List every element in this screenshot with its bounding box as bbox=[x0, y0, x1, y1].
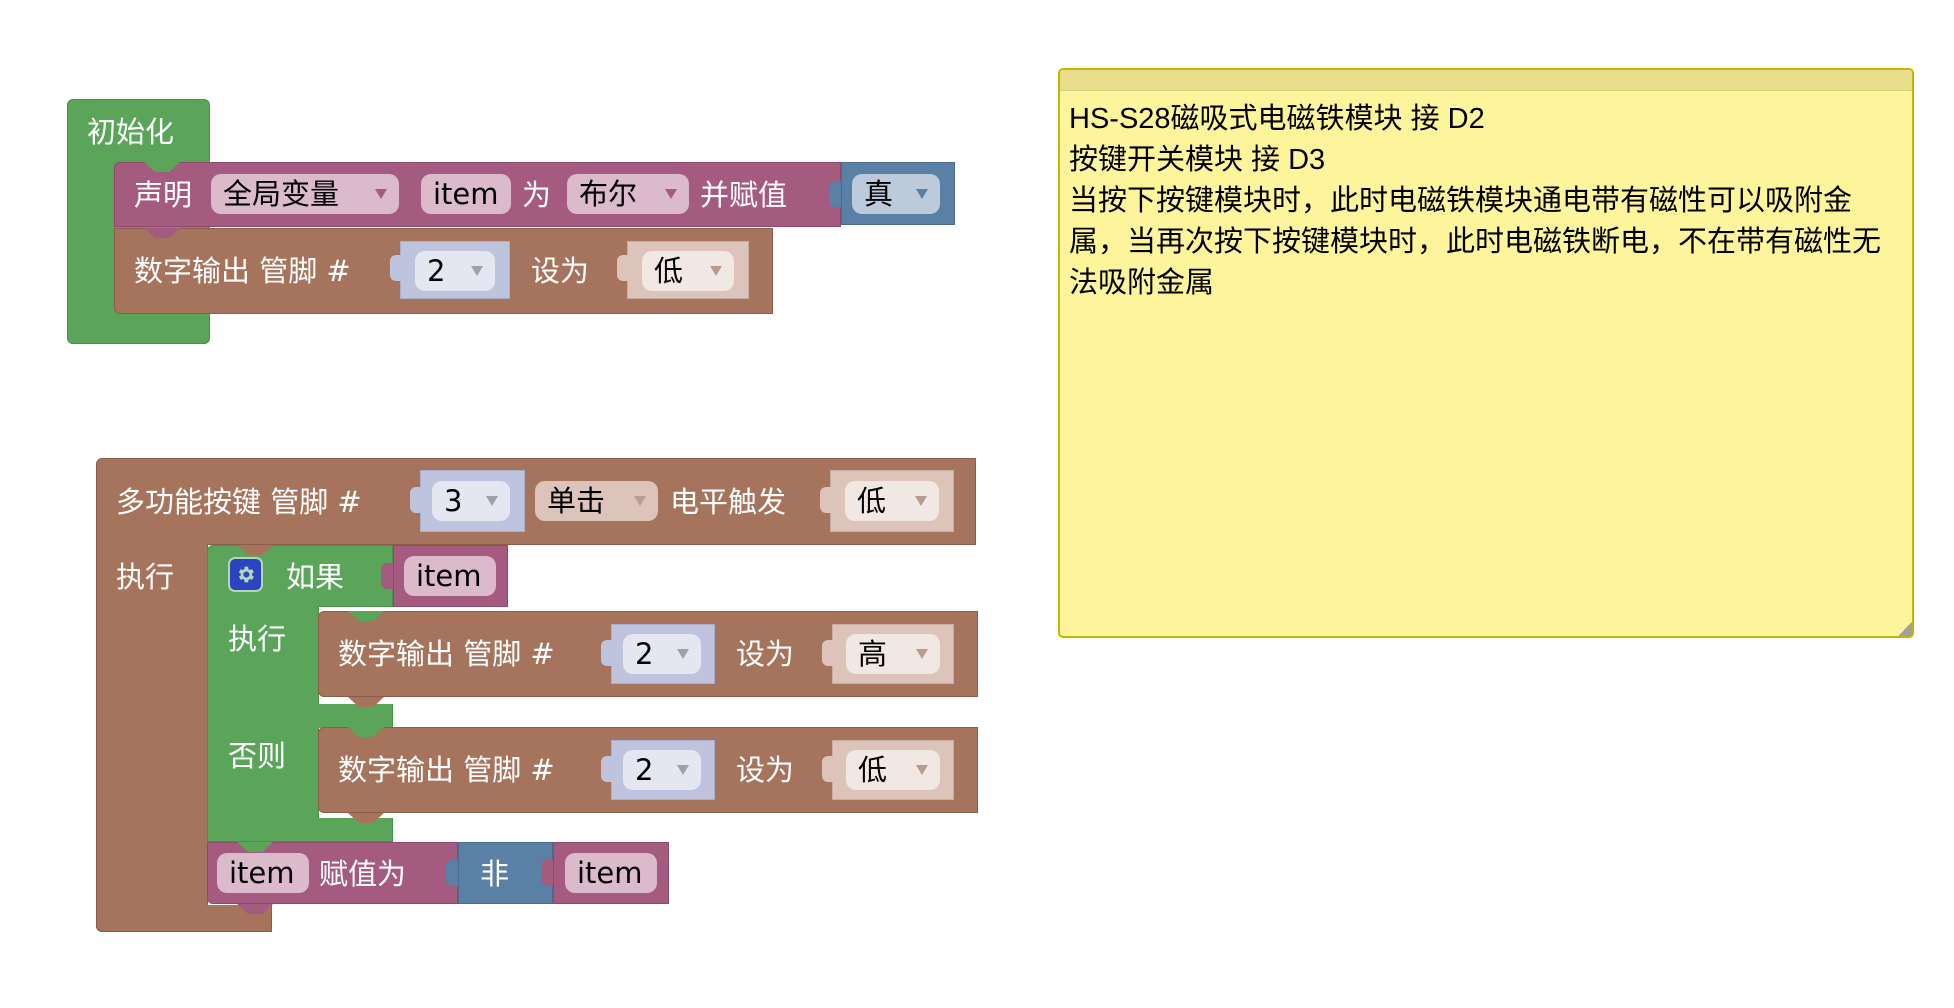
chevron-down-icon bbox=[665, 189, 677, 199]
workspace-comment[interactable]: HS-S28磁吸式电磁铁模块 接 D2 按键开关模块 接 D3 当按下按键模块时… bbox=[1058, 68, 1914, 638]
if-else-middle-arm bbox=[207, 704, 393, 728]
variable-name-field[interactable]: item bbox=[421, 174, 511, 214]
key-pin-value: 3 bbox=[444, 484, 463, 518]
trigger-label: 电平触发 bbox=[670, 485, 787, 519]
declare-label: 声明 bbox=[134, 178, 193, 212]
scope-dropdown[interactable]: 全局变量 bbox=[211, 174, 399, 214]
press-mode-dropdown[interactable]: 单击 bbox=[535, 481, 658, 521]
chevron-down-icon bbox=[375, 189, 387, 199]
operand-variable-value: item bbox=[577, 856, 643, 890]
chevron-down-icon bbox=[916, 189, 928, 199]
assign-variable-value: item bbox=[229, 856, 295, 890]
comment-drag-handle[interactable] bbox=[1060, 70, 1912, 91]
key-block-label: 多功能按键 管脚 # bbox=[116, 485, 362, 519]
then-level-value: 高 bbox=[858, 637, 888, 671]
boolean-dropdown[interactable]: 真 bbox=[852, 174, 940, 214]
operand-variable-field[interactable]: item bbox=[565, 853, 657, 893]
condition-variable-field[interactable]: item bbox=[404, 556, 496, 596]
chevron-down-icon bbox=[916, 765, 928, 775]
then-level-input-tab bbox=[822, 640, 834, 666]
chevron-down-icon bbox=[710, 266, 722, 276]
key-level-dropdown[interactable]: 低 bbox=[845, 481, 939, 521]
chevron-down-icon bbox=[915, 496, 927, 506]
key-do-label: 执行 bbox=[116, 560, 175, 594]
chevron-down-icon bbox=[916, 649, 928, 659]
else-pin-input-tab bbox=[601, 756, 613, 782]
scope-value: 全局变量 bbox=[223, 177, 340, 211]
operand-input-tab bbox=[541, 860, 553, 886]
else-write-notch bbox=[348, 727, 384, 737]
digital-write-notch bbox=[144, 228, 180, 238]
chevron-down-icon bbox=[677, 765, 689, 775]
pin-dropdown[interactable]: 2 bbox=[415, 251, 495, 291]
then-set-label: 设为 bbox=[736, 637, 795, 671]
key-level-input-tab bbox=[820, 487, 832, 513]
variable-name-value: item bbox=[433, 177, 499, 211]
declare-notch bbox=[144, 162, 180, 172]
else-level-dropdown[interactable]: 低 bbox=[846, 750, 940, 790]
comment-text[interactable]: HS-S28磁吸式电磁铁模块 接 D2 按键开关模块 接 D3 当按下按键模块时… bbox=[1069, 103, 1882, 299]
chevron-down-icon bbox=[634, 496, 646, 506]
pin-value: 2 bbox=[427, 254, 446, 288]
then-write-label: 数字输出 管脚 # bbox=[338, 637, 555, 671]
else-write-label: 数字输出 管脚 # bbox=[338, 753, 555, 787]
else-level-input-tab bbox=[822, 756, 834, 782]
assign-variable-field[interactable]: item bbox=[217, 853, 309, 893]
digital-write-label: 数字输出 管脚 # bbox=[134, 254, 351, 288]
key-pin-dropdown[interactable]: 3 bbox=[432, 481, 510, 521]
type-value: 布尔 bbox=[579, 177, 638, 211]
gear-icon[interactable] bbox=[228, 557, 263, 592]
then-level-dropdown[interactable]: 高 bbox=[846, 634, 940, 674]
key-pin-input-tab bbox=[410, 487, 422, 513]
level-dropdown[interactable]: 低 bbox=[642, 251, 734, 291]
then-write-bottom-notch bbox=[348, 697, 384, 707]
else-pin-value: 2 bbox=[635, 753, 654, 787]
not-label: 非 bbox=[480, 857, 510, 891]
boolean-value: 真 bbox=[864, 177, 894, 211]
level-input-tab bbox=[617, 255, 629, 281]
condition-input-tab bbox=[381, 563, 393, 589]
as-label: 为 bbox=[522, 178, 552, 212]
then-do-label: 执行 bbox=[228, 622, 287, 656]
chevron-down-icon bbox=[486, 496, 498, 506]
not-block[interactable] bbox=[458, 842, 553, 904]
resize-handle-icon[interactable] bbox=[1898, 622, 1912, 636]
else-label: 否则 bbox=[228, 739, 287, 773]
then-pin-input-tab bbox=[601, 640, 613, 666]
assign-to-label: 赋值为 bbox=[319, 857, 407, 891]
then-pin-value: 2 bbox=[635, 637, 654, 671]
else-set-label: 设为 bbox=[736, 753, 795, 787]
assign-label: 并赋值 bbox=[700, 178, 788, 212]
init-block-bottom-arm bbox=[67, 314, 210, 344]
key-block-left-arm bbox=[96, 544, 208, 932]
chevron-down-icon bbox=[677, 649, 689, 659]
init-block-title: 初始化 bbox=[87, 115, 175, 149]
gear-glyph bbox=[238, 566, 254, 583]
chevron-down-icon bbox=[471, 266, 483, 276]
if-notch bbox=[237, 545, 273, 555]
assign-notch bbox=[237, 842, 273, 852]
then-write-notch bbox=[348, 611, 384, 621]
if-label: 如果 bbox=[286, 560, 345, 594]
type-dropdown[interactable]: 布尔 bbox=[567, 174, 689, 214]
else-write-bottom-notch bbox=[348, 813, 384, 823]
else-level-value: 低 bbox=[858, 753, 888, 787]
key-level-value: 低 bbox=[857, 484, 887, 518]
boolean-input-tab bbox=[829, 181, 841, 207]
not-input-tab bbox=[446, 860, 458, 886]
press-mode-value: 单击 bbox=[547, 484, 606, 518]
condition-variable-value: item bbox=[416, 559, 482, 593]
else-pin-dropdown[interactable]: 2 bbox=[623, 750, 701, 790]
level-value: 低 bbox=[654, 254, 684, 288]
pin-input-tab bbox=[390, 255, 402, 281]
set-label: 设为 bbox=[531, 254, 590, 288]
assign-bottom-notch bbox=[237, 904, 273, 914]
key-block-bottom-arm bbox=[96, 905, 272, 932]
then-pin-dropdown[interactable]: 2 bbox=[623, 634, 701, 674]
